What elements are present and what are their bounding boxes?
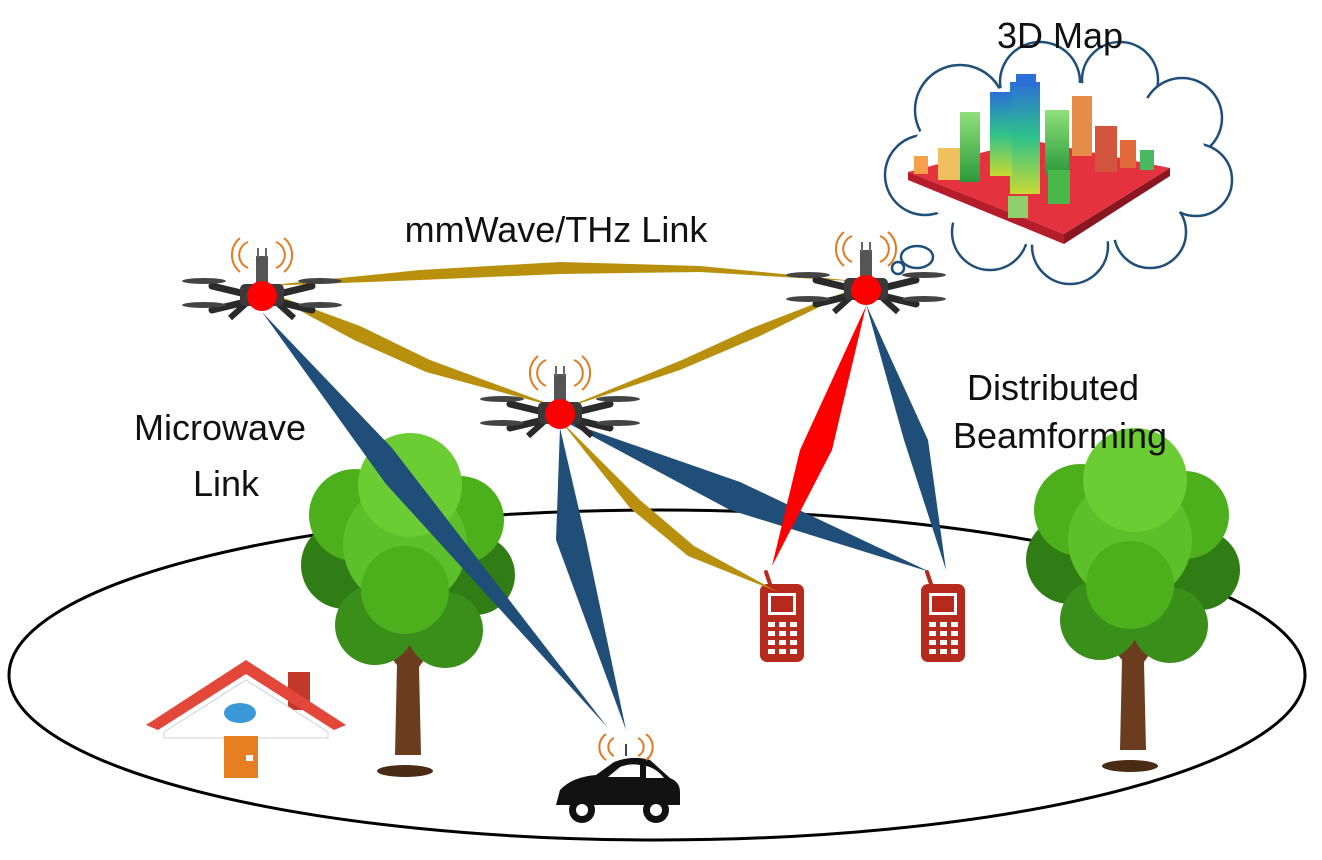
microwave-beam-to-car-a	[262, 312, 608, 728]
mmwave-link-right-center	[560, 284, 866, 410]
microwave-beam-distributed	[866, 304, 946, 570]
car-icon	[556, 733, 680, 823]
microwave-label-line2: Link	[193, 463, 260, 504]
beamforming-label-line2: Beamforming	[953, 415, 1167, 456]
microwave-label-line1: Microwave	[134, 407, 306, 448]
drone-left-icon	[182, 238, 342, 318]
right-tree	[1026, 428, 1240, 772]
microwave-beams	[262, 304, 946, 730]
phone-left-icon	[758, 570, 806, 664]
mmwave-beams	[262, 262, 866, 592]
microwave-beam-to-phone	[562, 420, 930, 572]
mmwave-link-label: mmWave/THz Link	[405, 209, 709, 250]
drone-right-icon	[786, 232, 946, 312]
drone-center-icon	[480, 356, 640, 436]
beamforming-beam-red	[772, 306, 866, 566]
map-title: 3D Map	[997, 15, 1123, 56]
house-icon	[146, 660, 346, 778]
3d-city-map	[908, 74, 1170, 244]
phone-right-icon	[919, 570, 967, 664]
ground-ellipse	[7, 508, 1307, 842]
mmwave-link-left-center	[262, 290, 560, 408]
microwave-beam-to-car-b	[556, 428, 626, 730]
mmwave-link-left-right	[262, 262, 866, 286]
beamforming-label-line1: Distributed	[967, 367, 1139, 408]
